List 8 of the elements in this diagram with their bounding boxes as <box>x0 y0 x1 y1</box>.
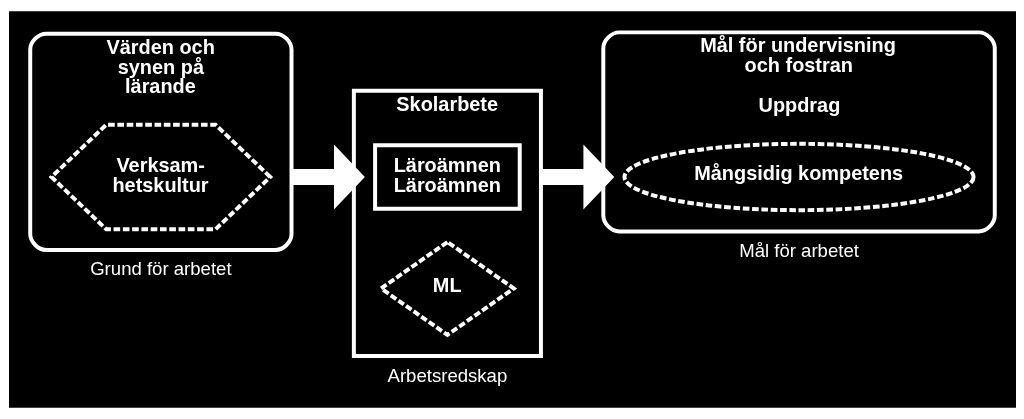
arrow <box>291 144 365 210</box>
node-diamond: ML <box>377 239 517 338</box>
node-label: Arbetsredskap <box>387 364 507 386</box>
node-label: Grund för arbetet <box>89 258 232 280</box>
arrow <box>540 144 614 210</box>
node-box: Läroämnen Läroämnen <box>372 143 522 211</box>
node-ellipse: Mångsidig kompetens <box>622 141 976 213</box>
node-label: Mål för arbetet <box>738 239 859 261</box>
